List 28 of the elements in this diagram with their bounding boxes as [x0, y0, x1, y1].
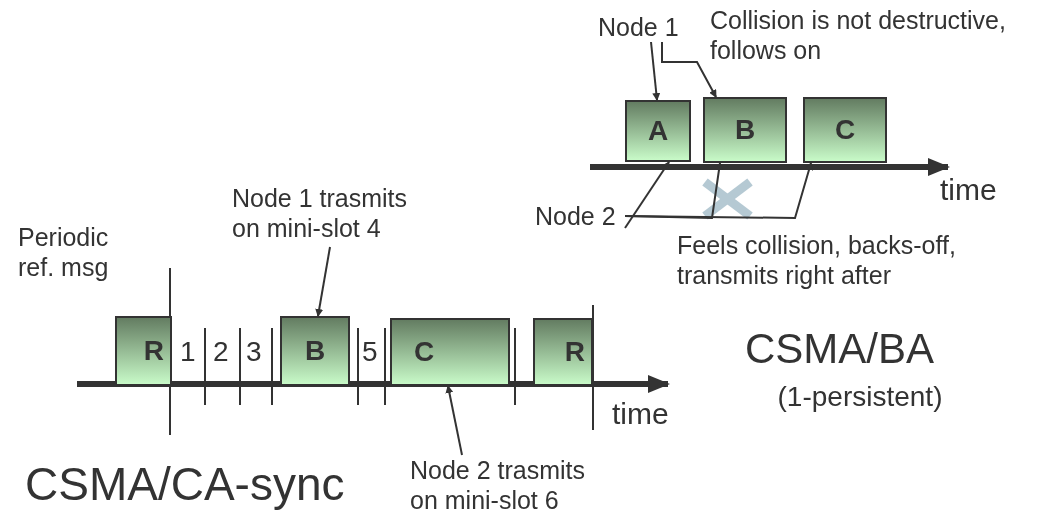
- slot-number: 2: [213, 335, 230, 369]
- frame-box: C: [803, 97, 887, 163]
- annotation-text: Feels collision, backs-off, transmits right after: [677, 230, 957, 290]
- slot-number: 5: [362, 335, 379, 369]
- frame-box: R: [533, 318, 593, 386]
- annotation-text: Node 2 trasmits on mini-slot 6: [410, 455, 615, 519]
- arrow: [315, 246, 331, 317]
- frame-box: A: [625, 100, 691, 162]
- annotation-text: Node 2: [535, 201, 625, 231]
- annotation-text: Periodic ref. msg: [18, 222, 110, 282]
- arrow: [650, 41, 661, 101]
- axis-label: time: [940, 172, 998, 208]
- arrow: [661, 41, 717, 98]
- scheme-title: CSMA/BA: [745, 325, 936, 373]
- scheme-subtitle: (1-persistent): [776, 380, 944, 414]
- slot-number: 3: [246, 335, 263, 369]
- frame-box: B: [280, 316, 350, 386]
- arrow: [624, 161, 670, 229]
- frame-box: C: [390, 318, 510, 386]
- arrow: [445, 385, 463, 456]
- frame-box: R: [115, 316, 172, 386]
- annotation-text: Collision is not destructive, follows on: [710, 5, 1007, 65]
- annotation-text: Node 1: [598, 12, 690, 42]
- scheme-title: CSMA/CA-sync: [25, 458, 346, 510]
- frame-box: B: [703, 97, 787, 163]
- slot-number: 1: [180, 335, 197, 369]
- axis-label: time: [612, 396, 670, 432]
- annotation-text: Node 1 trasmits on mini-slot 4: [232, 183, 437, 247]
